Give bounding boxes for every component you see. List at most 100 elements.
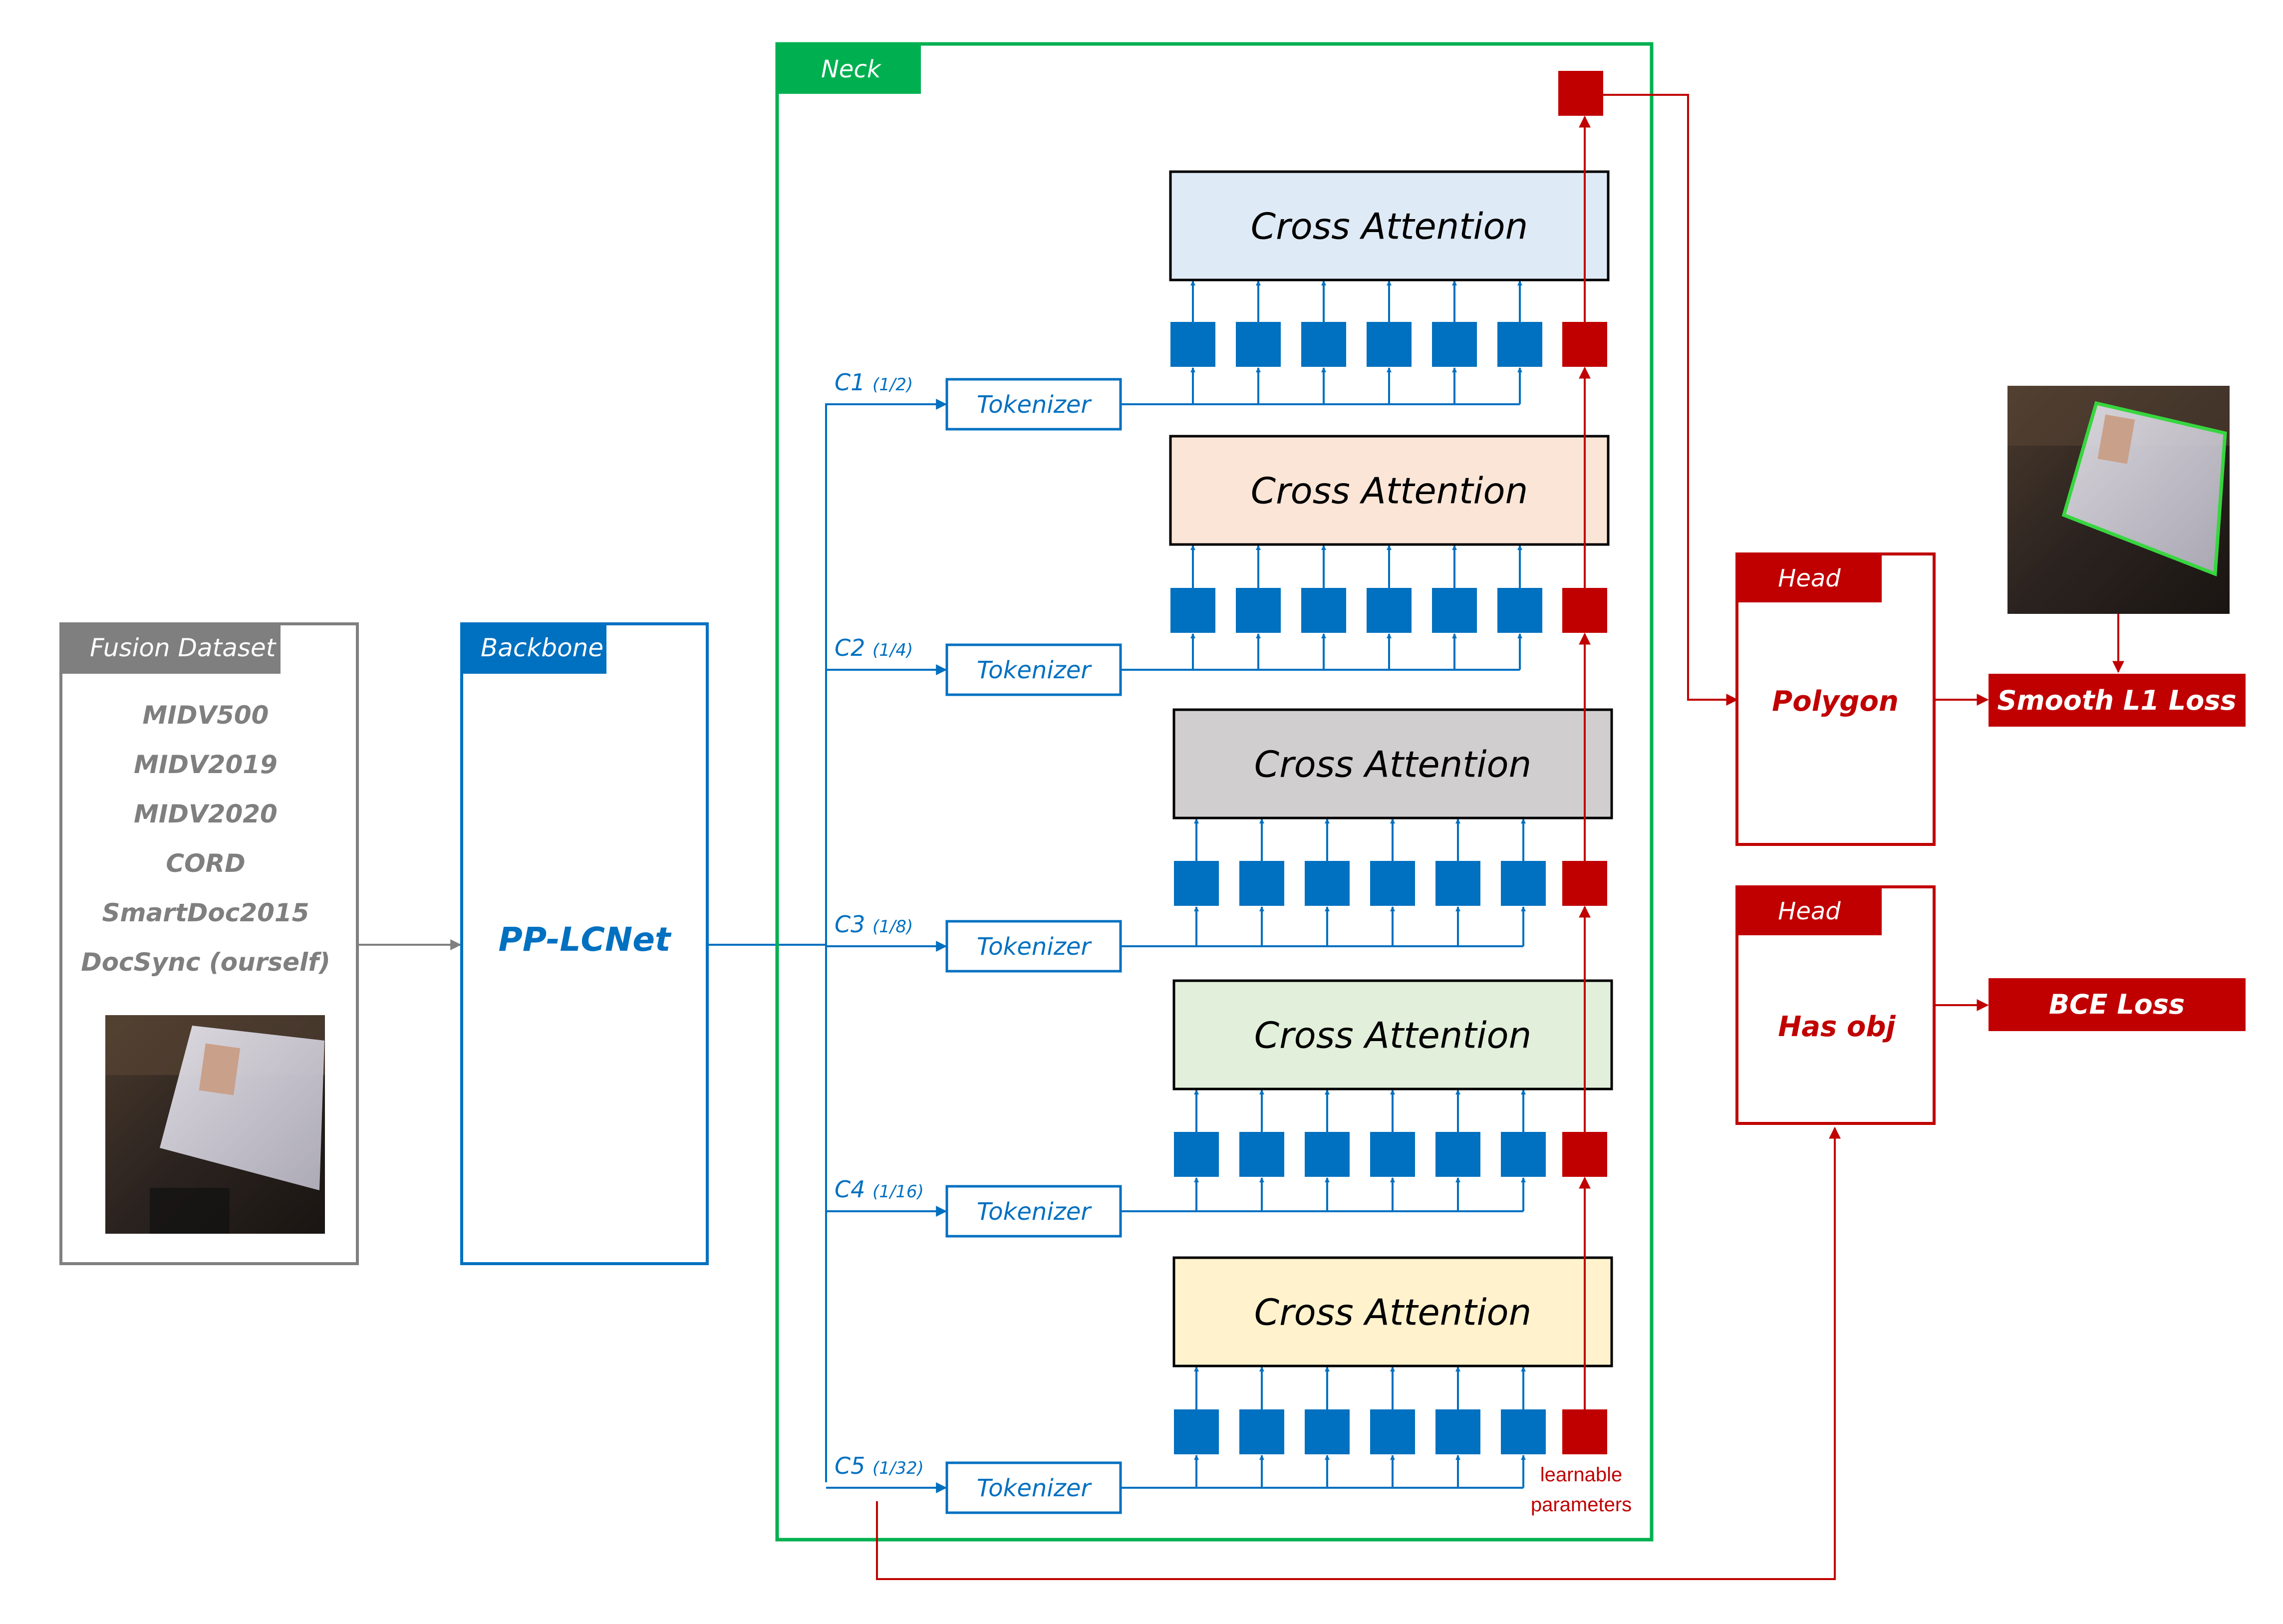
- smooth-l1-loss-box: [1989, 674, 2246, 727]
- cross-attention-block: [1172, 1256, 1613, 1367]
- dataset-item: DocSync (ourself): [81, 948, 330, 977]
- feature-token: [1432, 588, 1477, 633]
- bce-loss-box: [1989, 978, 2246, 1031]
- learnable-token: [1562, 588, 1607, 633]
- dataset-item: CORD: [166, 849, 245, 878]
- tokenizer-box: [945, 643, 1122, 696]
- neck-panel: Neck: [775, 42, 1654, 1542]
- tokenizer-box: [945, 1185, 1122, 1238]
- cross-attention-label: Cross Attention: [1251, 470, 1528, 512]
- feature-token: [1301, 322, 1346, 367]
- neck-frame: [775, 42, 1654, 1542]
- feature-token: [1239, 861, 1284, 906]
- level-label: C1 (1/2): [835, 369, 913, 396]
- learnable-label-line1: learnable: [1540, 1464, 1623, 1486]
- tokenizer-label: Tokenizer: [977, 656, 1093, 684]
- learnable-token: [1562, 1132, 1607, 1177]
- level-label: C4 (1/16): [835, 1176, 924, 1203]
- tokenizer-box: [945, 920, 1122, 973]
- cross-attention-block: [1169, 170, 1610, 281]
- cross-attention-label: Cross Attention: [1254, 744, 1531, 786]
- hasobj-head-title-tab: [1737, 887, 1882, 935]
- cross-attention-block: [1172, 979, 1613, 1090]
- feature-token: [1236, 588, 1281, 633]
- feature-token: [1174, 1409, 1219, 1454]
- feature-token: [1370, 1409, 1415, 1454]
- tokenizer-label: Tokenizer: [977, 933, 1093, 961]
- c5-to-hasobj-head-arrow: [876, 1126, 1841, 1580]
- feature-token: [1367, 322, 1412, 367]
- ground-truth-photo: [2007, 386, 2230, 614]
- level-scale: (1/8): [872, 917, 913, 937]
- feature-token: [1305, 861, 1350, 906]
- level-label: C5 (1/32): [835, 1452, 924, 1479]
- backbone-name: PP-LCNet: [498, 920, 671, 959]
- learnable-label-line2: parameters: [1531, 1494, 1632, 1516]
- level-scale: (1/4): [872, 640, 913, 660]
- dataset-item: MIDV2020: [134, 800, 278, 828]
- dataset-item: MIDV500: [143, 701, 269, 730]
- level-name: C3: [835, 911, 872, 938]
- polygon-head-name: Polygon: [1772, 685, 1899, 718]
- cross-attention-block: [1169, 435, 1610, 546]
- feature-token: [1435, 861, 1480, 906]
- backbone-frame: [460, 622, 709, 1265]
- feature-token: [1497, 588, 1542, 633]
- feature-token: [1305, 1132, 1350, 1177]
- neck-output-token: [1558, 71, 1603, 116]
- feature-token: [1170, 322, 1215, 367]
- tokenizer-box: [945, 1461, 1122, 1514]
- hasobj-head-panel: Head Has obj: [1735, 885, 1936, 1125]
- bce-loss-label: BCE Loss: [2049, 989, 2185, 1020]
- level-label: C3 (1/8): [835, 911, 913, 938]
- feature-token: [1236, 322, 1281, 367]
- fusion-dataset-title-tab: [61, 624, 281, 674]
- tokenizer-box: [945, 378, 1122, 431]
- level-scale: (1/32): [872, 1458, 924, 1478]
- neck-to-polygon-head-arrow: [1603, 94, 1738, 706]
- feature-token: [1174, 1132, 1219, 1177]
- feature-token: [1239, 1409, 1284, 1454]
- level-name: C2: [835, 634, 872, 661]
- smooth-l1-loss-label: Smooth L1 Loss: [1998, 685, 2237, 716]
- sample-document-photo: [105, 1015, 325, 1234]
- polygon-head-title: Head: [1778, 564, 1841, 592]
- feature-token: [1370, 861, 1415, 906]
- feature-token: [1174, 861, 1219, 906]
- feature-token: [1501, 1132, 1546, 1177]
- level-scale: (1/16): [872, 1182, 924, 1202]
- feature-token: [1435, 1132, 1480, 1177]
- tokenizer-label: Tokenizer: [977, 391, 1093, 419]
- hasobj-head-name: Has obj: [1778, 1011, 1896, 1043]
- neck-level-c3: C3 (1/8) Tokenizer Cross Attention: [826, 708, 1613, 973]
- learnable-chain: [1562, 115, 1607, 1454]
- feature-token: [1305, 1409, 1350, 1454]
- neck-level-c2: C2 (1/4) Tokenizer Cross Attention: [826, 435, 1610, 696]
- backbone-title: Backbone: [481, 633, 603, 662]
- hasobj-head-title: Head: [1778, 897, 1841, 925]
- cross-attention-block: [1172, 708, 1613, 819]
- fusion-dataset-title: Fusion Dataset: [90, 633, 277, 662]
- cross-attention-label: Cross Attention: [1254, 1015, 1531, 1057]
- backbone-title-tab: [462, 624, 606, 674]
- tokenizer-label: Tokenizer: [977, 1474, 1093, 1502]
- polygon-head-title-tab: [1737, 554, 1882, 602]
- learnable-token: [1562, 1409, 1607, 1454]
- feature-token: [1301, 588, 1346, 633]
- learnable-token: [1562, 322, 1607, 367]
- feature-token: [1497, 322, 1542, 367]
- level-label: C2 (1/4): [835, 634, 913, 661]
- level-name: C5: [835, 1452, 872, 1479]
- learnable-token: [1562, 861, 1607, 906]
- ground-truth-polygon-outline: [2061, 401, 2227, 576]
- fusion-dataset-panel: Fusion Dataset MIDV500 MIDV2019 MIDV2020…: [59, 622, 359, 1265]
- level-name: C4: [835, 1176, 872, 1203]
- feature-token: [1501, 861, 1546, 906]
- feature-token: [1367, 588, 1412, 633]
- dataset-item: MIDV2019: [134, 750, 278, 779]
